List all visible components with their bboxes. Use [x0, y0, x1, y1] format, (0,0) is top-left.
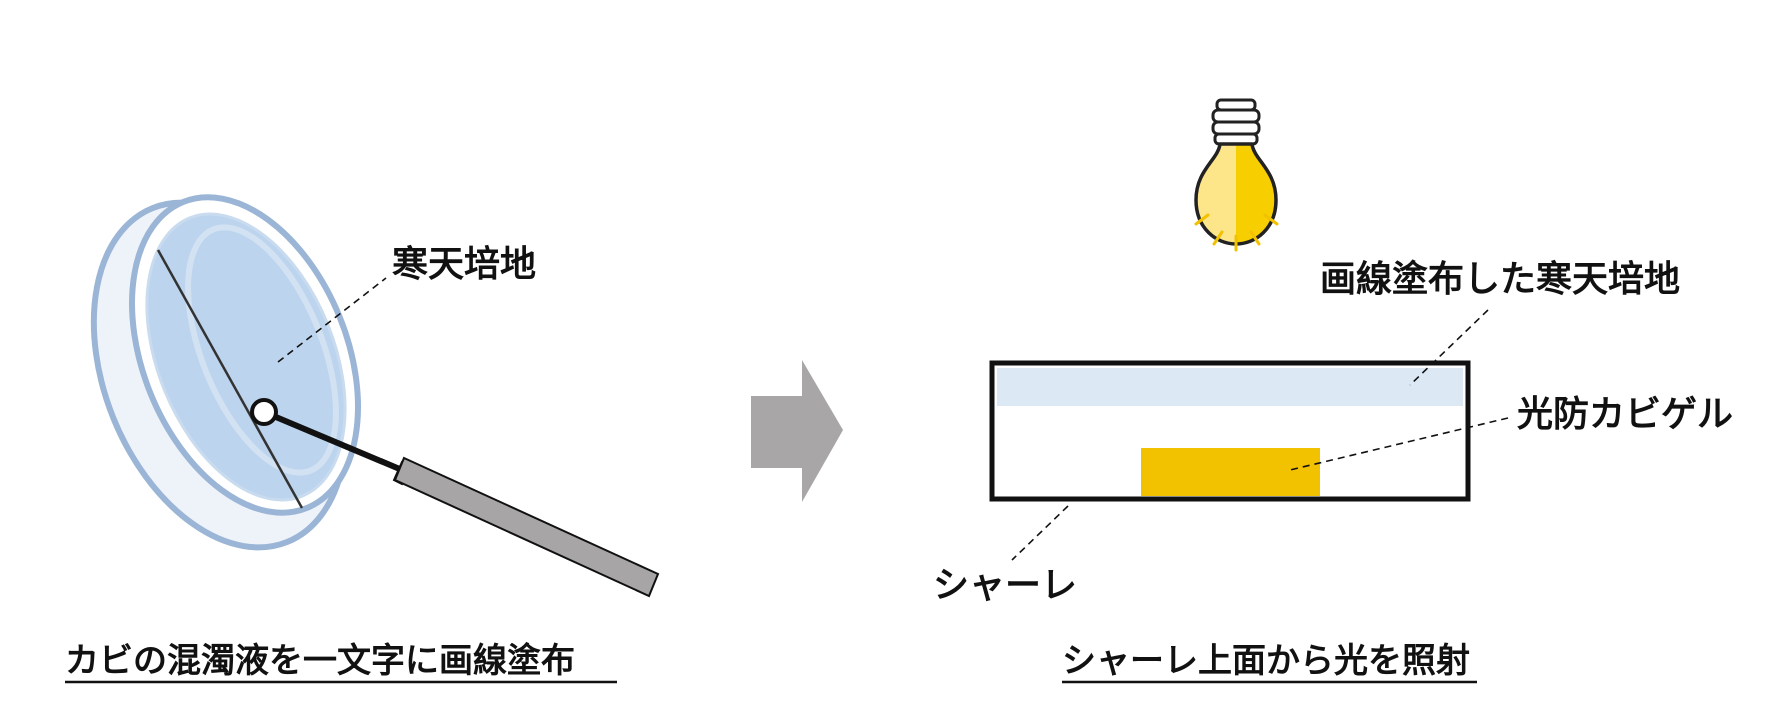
streak-line: [156, 249, 304, 509]
agar-label: 寒天培地: [392, 244, 536, 285]
streaked-agar-leader-line: [1409, 309, 1489, 386]
streaked-agar-label: 画線塗布した寒天培地: [1320, 258, 1680, 300]
dish-label: シャーレ: [933, 565, 1077, 606]
petri-dish-icon: [90, 194, 361, 551]
agar-layer: [997, 368, 1463, 406]
agar-leader-line: [277, 277, 387, 363]
gel-label: 光防カビゲル: [1517, 394, 1733, 435]
dish-leader-line: [1011, 505, 1069, 561]
gel-leader-line: [1289, 417, 1509, 471]
right-caption: シャーレ上面から光を照射: [1062, 641, 1470, 681]
light-bulb-icon: [1194, 98, 1279, 252]
arrow-right-icon: [751, 360, 843, 502]
inoculating-loop-icon: [250, 398, 660, 598]
left-caption: カビの混濁液を一文字に画線塗布: [65, 641, 575, 681]
antifungal-gel: [1141, 448, 1320, 496]
